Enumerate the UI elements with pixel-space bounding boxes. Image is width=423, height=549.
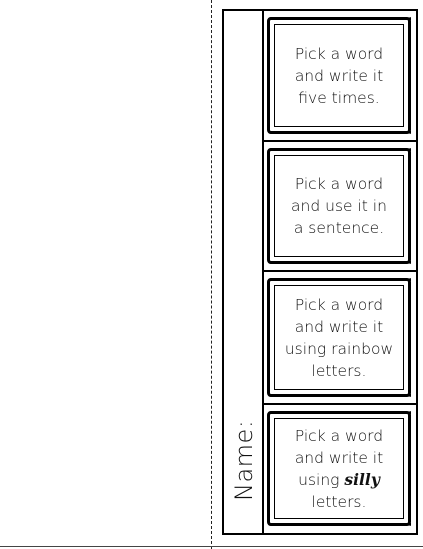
activity-card-4-frame: Pick a word and write it using silly let… xyxy=(274,418,404,519)
card-2-line-3: a sentence. xyxy=(293,219,385,237)
card-3-line-3: using rainbow xyxy=(284,339,394,358)
card-4-line-3-prefix: using xyxy=(298,470,345,489)
card-1-line-1: Pick a word xyxy=(294,44,384,63)
activity-card-2-frame: Pick a word and use it in a sentence. xyxy=(274,155,404,257)
card-4-line-1: Pick a word xyxy=(294,426,384,445)
activity-card-3-frame: Pick a word and write it using rainbow l… xyxy=(274,285,404,390)
card-4-silly-word: silly xyxy=(344,469,380,489)
card-4-line-3: using silly xyxy=(295,469,383,491)
activity-strip: Name: Pick a word and write it five time… xyxy=(222,9,418,535)
card-3-line-1: Pick a word xyxy=(294,295,384,314)
activity-card-1-frame: Pick a word and write it five times. xyxy=(274,24,404,127)
card-1-line-3: five times. xyxy=(298,88,380,107)
activity-card-1-text: Pick a word and write it five times. xyxy=(293,43,385,109)
card-1-line-2: and write it xyxy=(294,66,384,85)
bottom-rule xyxy=(0,546,423,547)
activity-card-4: Pick a word and write it using silly let… xyxy=(267,407,411,530)
card-4-line-2: and write it xyxy=(294,448,384,467)
card-3-line-2: and write it xyxy=(294,317,384,336)
activity-card-4-text: Pick a word and write it using silly let… xyxy=(293,425,385,513)
activity-card-3: Pick a word and write it using rainbow l… xyxy=(267,274,411,401)
name-label: Name: xyxy=(230,419,258,501)
activity-card-2-text: Pick a word and use it in a sentence. xyxy=(289,173,389,239)
activity-cell-4: Pick a word and write it using silly let… xyxy=(262,405,416,532)
activity-cell-2: Pick a word and use it in a sentence. xyxy=(262,142,416,272)
activity-cell-1: Pick a word and write it five times. xyxy=(262,11,416,142)
card-3-line-4: letters. xyxy=(311,361,367,380)
card-2-line-1: Pick a word xyxy=(294,175,384,193)
fold-line xyxy=(211,0,212,549)
activity-card-1: Pick a word and write it five times. xyxy=(267,13,411,138)
name-column: Name: xyxy=(224,11,264,533)
card-4-line-4: letters. xyxy=(311,492,367,511)
activity-card-2: Pick a word and use it in a sentence. xyxy=(267,144,411,268)
activity-card-3-text: Pick a word and write it using rainbow l… xyxy=(283,294,395,382)
activity-cell-3: Pick a word and write it using rainbow l… xyxy=(262,272,416,405)
card-2-line-2: and use it in xyxy=(291,197,387,215)
